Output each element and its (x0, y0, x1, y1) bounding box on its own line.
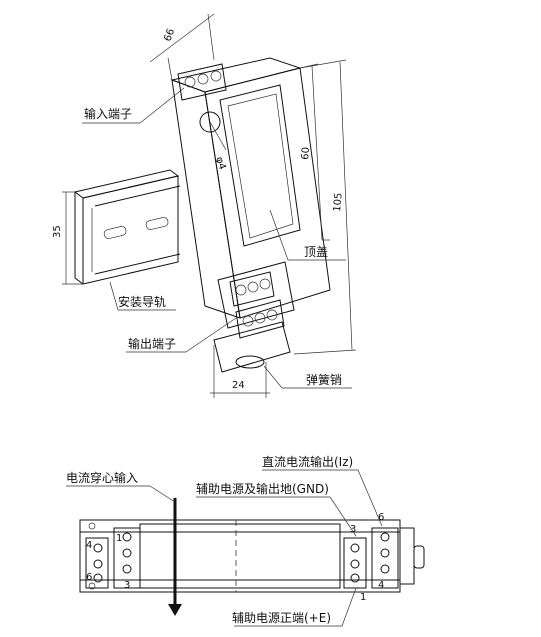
dim-24: 24 (210, 345, 270, 398)
din-rail: 35 (52, 169, 181, 285)
label-mounting-rail: 安装导轨 (118, 294, 166, 309)
svg-text:105: 105 (332, 192, 345, 212)
label-top-cover: 顶盖 (304, 245, 328, 259)
label-current-through-input: 电流穿心输入 (66, 470, 138, 485)
terminal-num: 3 (124, 580, 130, 591)
label-output-terminal: 输出端子 (128, 336, 176, 351)
terminal-num: 1 (116, 533, 122, 544)
terminal-num: 4 (378, 580, 384, 591)
svg-text:66: 66 (162, 27, 177, 43)
label-input-terminal: 输入端子 (84, 106, 132, 121)
dim-105: 105 (293, 59, 357, 355)
label-aux-power-gnd: 辅助电源及输出地(GND) (196, 481, 329, 496)
current-arrow-icon (168, 604, 182, 616)
top-view: 4 6 1 3 3 1 6 4 电流穿心输入 辅助电源及输出地(GND) 直流电… (66, 454, 425, 627)
svg-text:60: 60 (300, 147, 312, 161)
label-spring-pin: 弹簧销 (306, 372, 342, 387)
terminal-num: 4 (86, 540, 92, 551)
terminal-num: 6 (86, 572, 92, 583)
terminal-num: 6 (378, 512, 384, 523)
label-dc-current-output: 直流电流输出(Iz) (262, 454, 353, 469)
dim-66: 66 (149, 13, 215, 81)
dim-phi4: φ4 (209, 121, 228, 172)
terminal-num: 1 (360, 592, 366, 603)
dim-60: 60 (299, 63, 330, 241)
svg-text:24: 24 (232, 380, 245, 391)
dim-rail-35: 35 (52, 225, 63, 238)
isometric-view: 35 (52, 13, 357, 398)
label-aux-power-positive: 辅助电源正端(+E) (232, 611, 331, 625)
terminal-num: 3 (350, 524, 356, 535)
module-body (170, 57, 331, 373)
svg-text:φ4: φ4 (213, 156, 227, 172)
